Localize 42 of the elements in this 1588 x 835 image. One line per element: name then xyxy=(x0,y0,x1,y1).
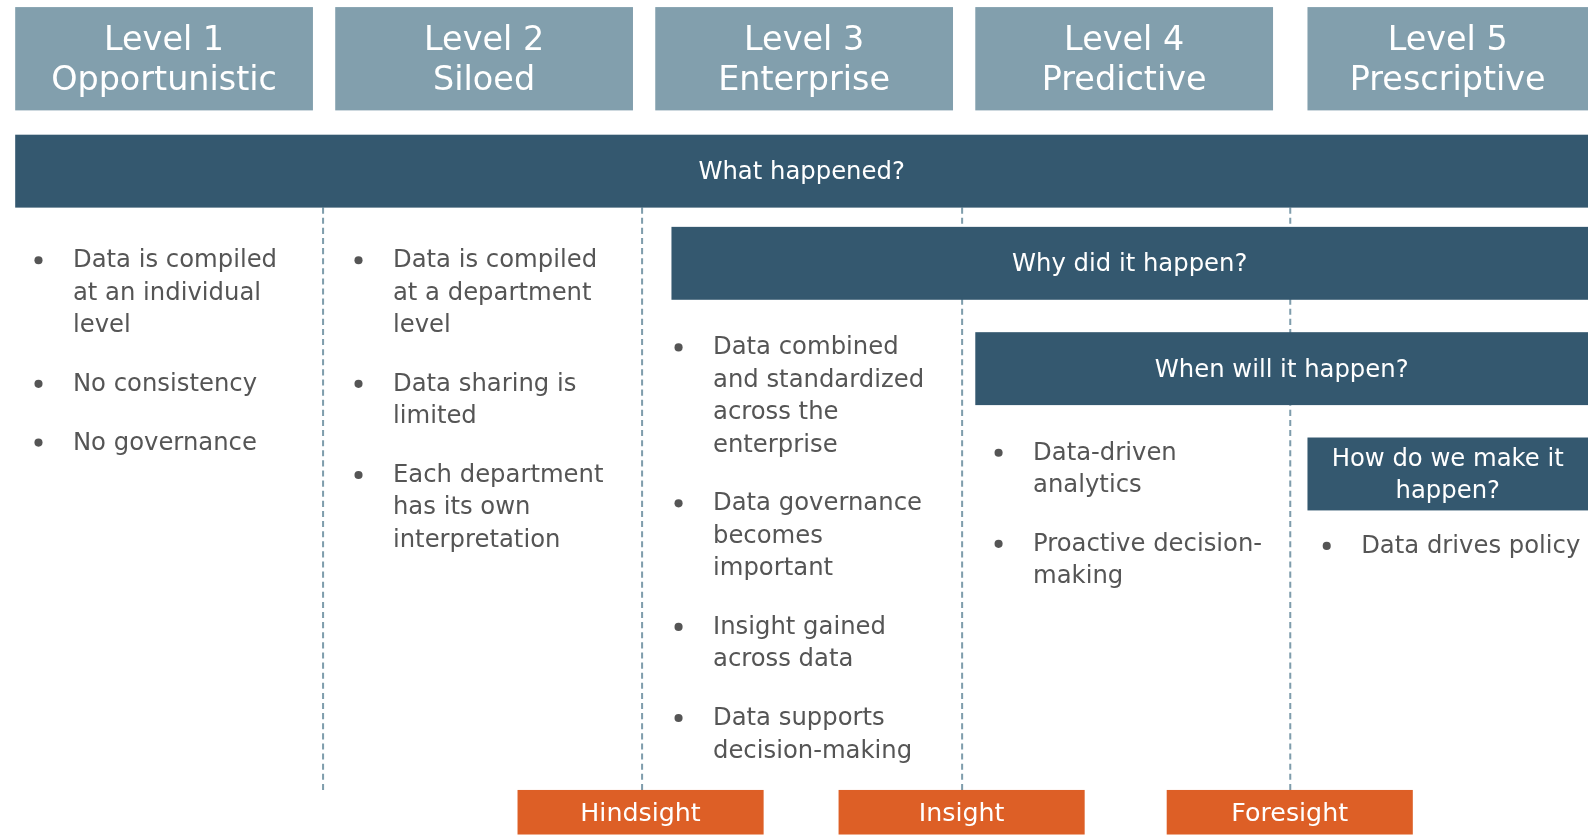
bullet-item: Data is compiled at a department level xyxy=(350,243,624,341)
level-header xyxy=(1307,7,1588,111)
label-text: Why did it happen? xyxy=(1012,248,1248,280)
bullet-item: Data-driven analytics xyxy=(990,435,1264,501)
level-header xyxy=(15,7,313,111)
bullet-item: No governance xyxy=(30,425,304,458)
label-text: Opportunistic xyxy=(51,58,277,100)
label-text: Foresight xyxy=(1231,797,1349,827)
label-text: Predictive xyxy=(1041,58,1207,100)
bullet-item: Data supports decision-making xyxy=(670,700,944,766)
question-band xyxy=(975,332,1588,406)
label-text: How do we make it happen? xyxy=(1330,442,1565,507)
stage-label xyxy=(838,789,1085,835)
level-header xyxy=(655,7,953,111)
bullet-item: Data combined and standardized across the enterprise xyxy=(670,330,944,460)
label-text: Level 1 xyxy=(104,18,225,59)
bullet-item: Each department has its own interpretation xyxy=(350,457,624,555)
bullet-item: Insight gained across data xyxy=(670,609,944,675)
bullet-item: Data governance becomes important xyxy=(670,486,944,584)
level-header xyxy=(335,7,633,111)
stage-label xyxy=(1166,789,1413,835)
label-text: Enterprise xyxy=(718,58,891,100)
stage-label xyxy=(517,789,764,835)
label-text: What happened? xyxy=(698,156,905,188)
label-text: Insight xyxy=(918,797,1005,827)
label-text: Level 5 xyxy=(1387,18,1508,59)
question-band xyxy=(15,134,1588,208)
label-text: Siloed xyxy=(433,58,536,100)
label-text: Hindsight xyxy=(580,797,701,827)
label-text: Prescriptive xyxy=(1349,58,1546,100)
label-text: Level 4 xyxy=(1064,18,1185,59)
level-header xyxy=(975,7,1274,111)
bullet-item: Proactive decision-making xyxy=(990,526,1264,592)
label-text: When will it happen? xyxy=(1154,353,1409,385)
label-text: Level 2 xyxy=(424,18,545,59)
bullet-item: Data sharing is limited xyxy=(350,366,624,432)
question-band xyxy=(1307,437,1588,511)
label-text: Level 3 xyxy=(744,18,865,59)
bullet-item: Data drives policy xyxy=(1318,528,1588,562)
bullet-item: No consistency xyxy=(30,366,304,400)
bullet-item: Data is compiled at an individual level xyxy=(30,243,304,341)
question-band xyxy=(671,226,1588,300)
